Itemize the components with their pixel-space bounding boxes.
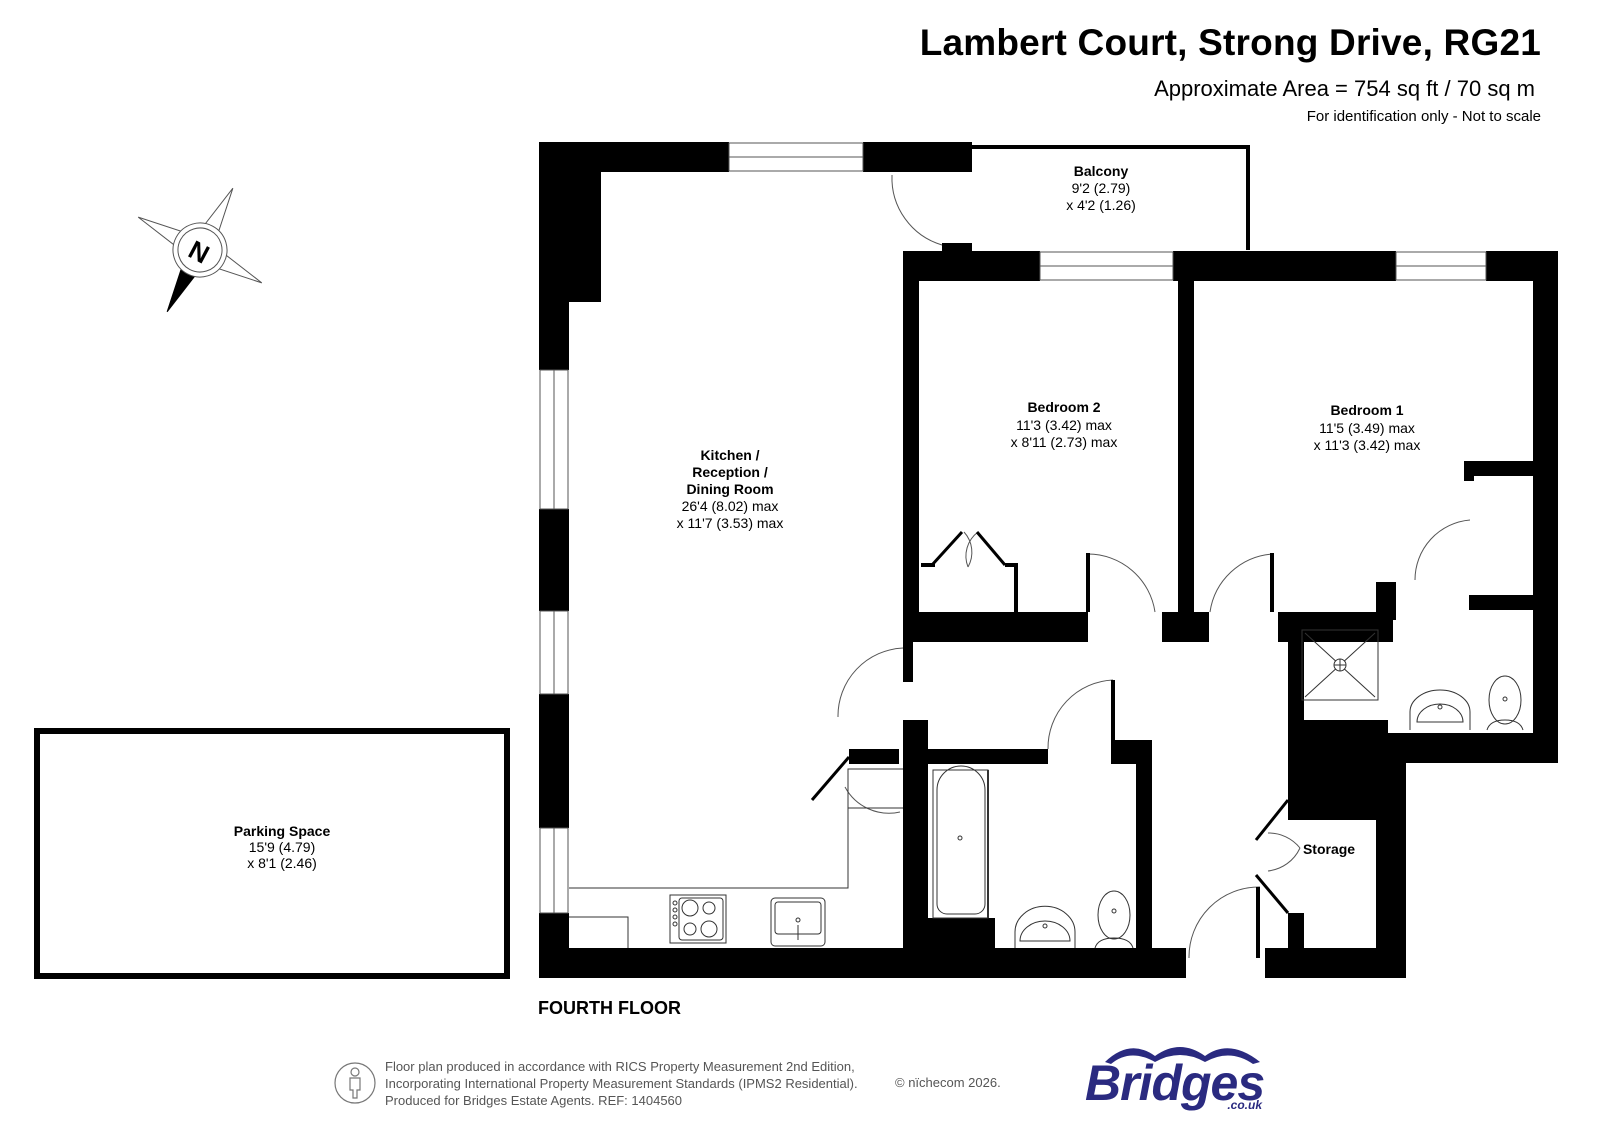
balcony-outline	[972, 145, 1250, 250]
toilet-icon	[1094, 890, 1134, 949]
footer-line-2: Incorporating International Property Mea…	[385, 1076, 858, 1091]
shower-tray-icon	[1301, 629, 1379, 701]
parking-space-outline	[34, 728, 510, 979]
bridges-logo: Bridges .co.uk	[1085, 1040, 1270, 1112]
property-title: Lambert Court, Strong Drive, RG21	[919, 22, 1541, 63]
footer-line-3: Produced for Bridges Estate Agents. REF:…	[385, 1093, 683, 1108]
kitchen-counter	[569, 768, 903, 948]
basin-icon	[1014, 905, 1076, 948]
kitchen-sink-icon	[770, 897, 826, 947]
floor-label: FOURTH FLOOR	[538, 998, 681, 1018]
logo-domain: .co.uk	[1227, 1098, 1262, 1112]
hob-icon	[669, 894, 727, 944]
parking-space-name: Parking Space	[234, 823, 331, 839]
bedroom-1-name: Bedroom 1	[1330, 402, 1403, 418]
bedroom-2-dim2: x 8'11 (2.73) max	[1011, 434, 1118, 450]
door-swings	[837, 174, 1471, 959]
footer-line-1: Floor plan produced in accordance with R…	[385, 1059, 855, 1074]
windows	[539, 142, 1487, 914]
footer-copyright: © nïchecom 2026.	[895, 1075, 1001, 1090]
bedroom-2-dim1: 11'3 (3.42) max	[1016, 417, 1112, 433]
door-jambs	[921, 553, 1274, 958]
north-compass-icon	[137, 187, 263, 313]
logo-wordmark: Bridges	[1085, 1055, 1265, 1111]
ipms-person-icon	[334, 1062, 376, 1104]
kitchen-name-2: Reception /	[692, 464, 768, 480]
bath-icon	[932, 765, 989, 919]
balcony-name: Balcony	[1074, 163, 1129, 179]
footer-disclaimer: Floor plan produced in accordance with R…	[385, 1058, 858, 1109]
bedroom-1-dim1: 11'5 (3.49) max	[1319, 420, 1415, 436]
bedroom-2-name: Bedroom 2	[1027, 399, 1100, 415]
door-leaves	[810, 530, 1290, 914]
kitchen-name-3: Dining Room	[686, 481, 773, 497]
balcony-dim1: 9'2 (2.79)	[1072, 180, 1131, 196]
scale-disclaimer: For identification only - Not to scale	[1306, 108, 1541, 125]
kitchen-name-1: Kitchen /	[700, 447, 759, 463]
balcony-dim2: x 4'2 (1.26)	[1066, 197, 1136, 213]
approximate-area: Approximate Area = 754 sq ft / 70 sq m	[1154, 76, 1535, 101]
kitchen-dim2: x 11'7 (3.53) max	[677, 515, 784, 531]
ensuite-toilet-icon	[1486, 675, 1524, 731]
walls	[539, 142, 1558, 978]
kitchen-dim1: 26'4 (8.02) max	[682, 498, 779, 514]
ensuite-basin-icon	[1409, 689, 1471, 730]
parking-space-dim1: 15'9 (4.79)	[249, 839, 316, 855]
parking-space-dim2: x 8'1 (2.46)	[247, 855, 317, 871]
logo-arches-icon	[1105, 1047, 1260, 1064]
bedroom-1-dim2: x 11'3 (3.42) max	[1314, 437, 1421, 453]
storage-name: Storage	[1303, 841, 1355, 857]
